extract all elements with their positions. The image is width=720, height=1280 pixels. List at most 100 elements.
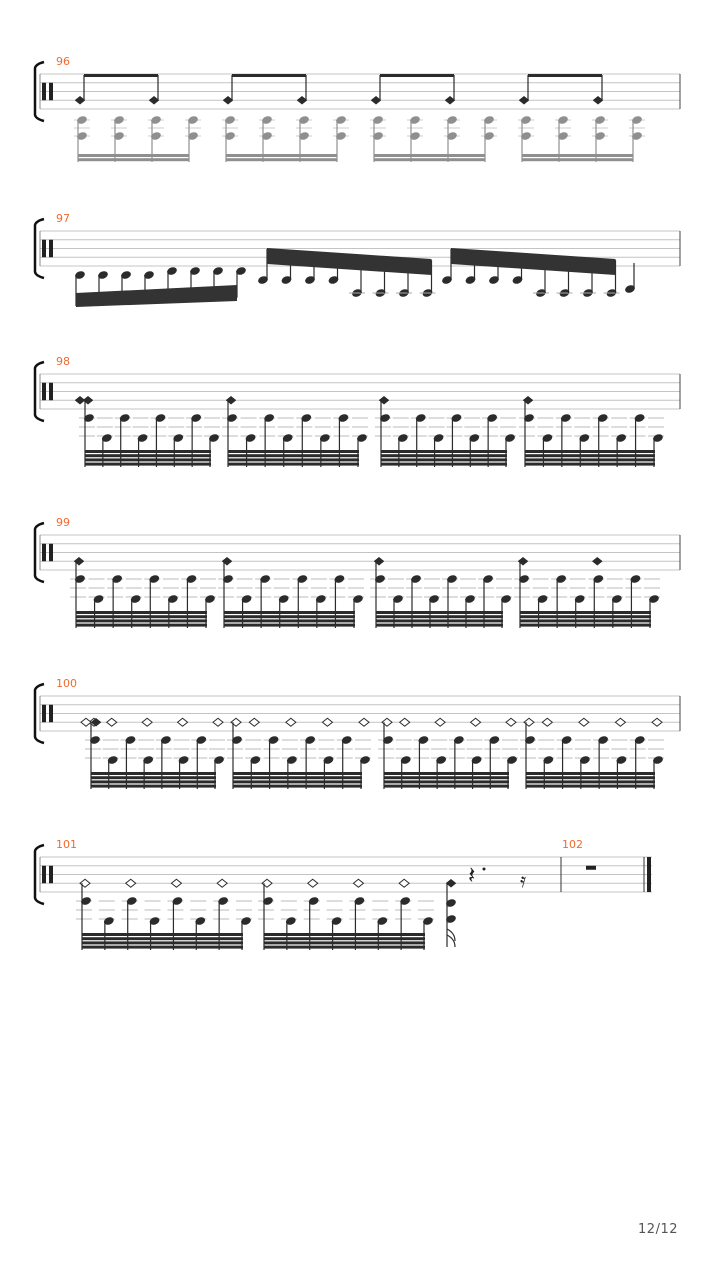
diamond-notehead-icon (170, 878, 183, 888)
notehead-icon (653, 756, 663, 764)
final-chord: 𝄽𝄿102 (445, 838, 692, 948)
notehead-icon (84, 414, 94, 422)
notehead-icon (336, 116, 346, 124)
notehead-icon (501, 595, 511, 603)
notehead-icon (411, 575, 421, 583)
beam (76, 615, 207, 619)
beam (376, 619, 503, 623)
beam (451, 248, 616, 275)
beat-group (227, 717, 371, 789)
notehead-icon (632, 116, 642, 124)
notehead-icon (305, 276, 315, 284)
notehead-icon (616, 434, 626, 442)
notehead-icon (454, 736, 464, 744)
notehead-icon (167, 267, 177, 275)
notehead-icon (328, 276, 339, 284)
notehead-icon (634, 736, 645, 744)
beat-group (518, 74, 645, 162)
notehead-icon (98, 271, 108, 279)
notehead-icon (433, 434, 444, 442)
beat-group (79, 395, 220, 467)
notehead-icon (161, 736, 171, 744)
notehead-icon (398, 434, 408, 442)
beam (76, 285, 237, 307)
notehead-icon (442, 276, 452, 284)
notehead-icon (104, 917, 114, 925)
beam (228, 462, 359, 466)
diamond-notehead-icon (176, 717, 189, 727)
beam (264, 933, 425, 936)
beam (226, 154, 337, 157)
percussion-clef-icon (49, 82, 53, 101)
beam (376, 623, 503, 627)
notehead-icon (195, 917, 206, 925)
beam (85, 454, 211, 458)
notehead-icon (178, 756, 189, 764)
quarter-note (625, 263, 635, 293)
diamond-notehead-icon (445, 878, 457, 888)
system-bracket (33, 360, 45, 423)
notehead-icon (227, 414, 237, 422)
beam (525, 450, 655, 453)
measure-number: 98 (56, 355, 70, 368)
notehead-icon (383, 736, 393, 744)
staff-system-98: 98 (33, 355, 681, 423)
notehead-icon (112, 575, 122, 583)
half-rest-icon (586, 865, 596, 870)
notehead-icon (519, 575, 529, 583)
notehead-icon (558, 116, 568, 124)
measure-number: 97 (56, 212, 70, 225)
notehead-icon (393, 595, 403, 603)
notehead-icon (543, 756, 554, 764)
measure-number: 101 (56, 838, 77, 851)
notehead-icon (380, 414, 390, 422)
notehead-icon (595, 116, 605, 124)
notehead-icon (616, 756, 627, 764)
notehead-icon (126, 897, 137, 905)
notehead-icon (213, 267, 223, 275)
beat-group (520, 717, 664, 789)
notehead-icon (232, 736, 242, 744)
beat-group (375, 395, 516, 467)
notehead-icon (524, 414, 534, 422)
notehead-icon (151, 116, 161, 124)
beat-group (85, 717, 225, 789)
system-bracket (33, 843, 45, 906)
diamond-notehead-icon (444, 95, 456, 105)
diamond-notehead-icon (352, 878, 365, 888)
notehead-icon (561, 736, 572, 744)
beam (526, 780, 655, 784)
beam (380, 74, 454, 77)
notehead-icon (268, 736, 279, 744)
notehead-icon (465, 276, 476, 284)
beat-group (70, 556, 216, 628)
notehead-icon (119, 414, 130, 422)
notehead-icon (446, 915, 456, 923)
notehead-icon (612, 595, 622, 603)
staff-system-100: 100 (33, 677, 681, 745)
beam (525, 462, 655, 466)
notehead-icon (225, 116, 235, 124)
beam (520, 619, 651, 623)
notehead-icon (218, 897, 228, 905)
beam (228, 450, 359, 453)
diamond-notehead-icon (614, 717, 627, 727)
notehead-icon (81, 897, 91, 905)
extra-diamond (80, 717, 102, 727)
beam (381, 458, 507, 462)
diamond-notehead-icon (222, 95, 234, 105)
beam (264, 941, 425, 945)
extra-diamond (74, 395, 86, 405)
notehead-icon (418, 736, 429, 744)
beam (264, 945, 425, 949)
notehead-icon (632, 132, 642, 140)
beam (224, 611, 355, 614)
notehead-icon (373, 116, 383, 124)
notehead-icon (415, 414, 426, 422)
notehead-icon (93, 595, 104, 603)
measure-number: 100 (56, 677, 77, 690)
notehead-icon (241, 917, 251, 925)
notehead-icon (299, 132, 309, 140)
diamond-notehead-icon (591, 556, 603, 566)
